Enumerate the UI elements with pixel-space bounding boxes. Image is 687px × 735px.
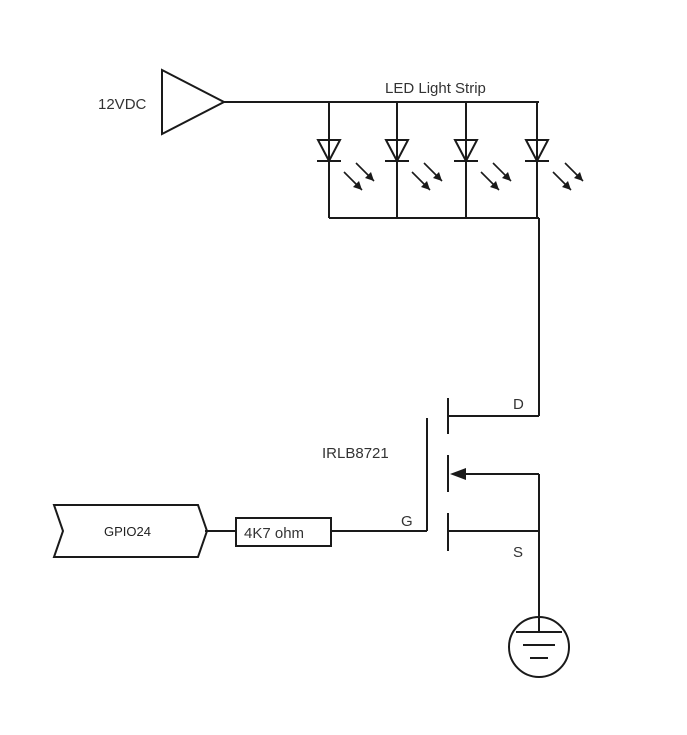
led-3 xyxy=(453,102,512,218)
gpio-label: GPIO24 xyxy=(104,524,151,539)
led-strip-label: LED Light Strip xyxy=(385,80,486,97)
power-source-symbol xyxy=(161,68,227,136)
gpio-port-symbol xyxy=(52,504,209,558)
gate-label: G xyxy=(401,513,413,530)
led-4 xyxy=(524,102,584,218)
source-label: S xyxy=(513,544,523,561)
mosfet-symbol xyxy=(426,398,540,551)
drain-label: D xyxy=(513,396,524,413)
resistor-label: 4K7 ohm xyxy=(244,525,304,542)
ground-icon xyxy=(508,616,570,678)
power-label: 12VDC xyxy=(98,96,147,113)
led-2 xyxy=(384,102,443,218)
mosfet-part-label: IRLB8721 xyxy=(322,445,389,462)
led-1 xyxy=(316,102,375,218)
